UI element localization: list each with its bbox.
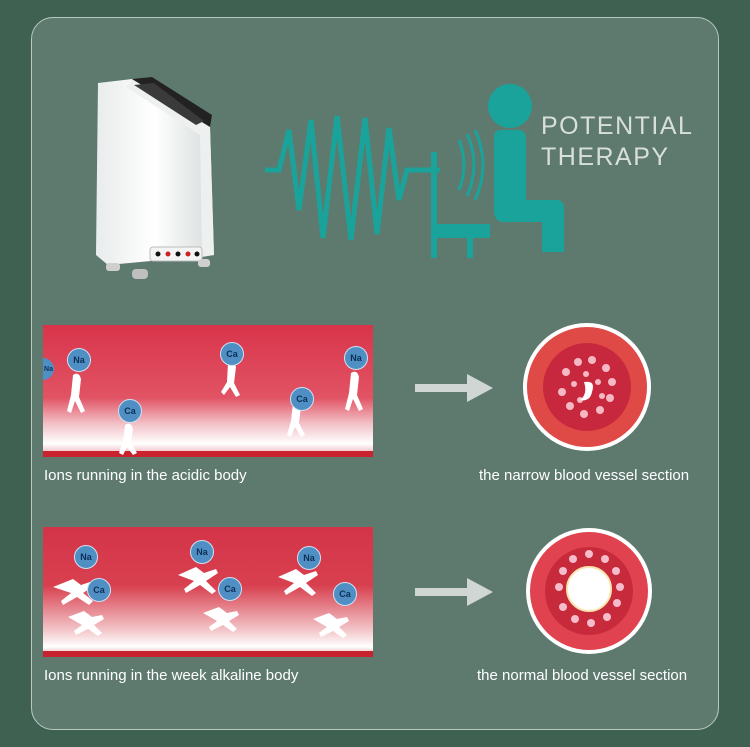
- wave-signal-icon: [265, 110, 440, 250]
- ion-badge: Ca: [290, 387, 314, 411]
- vibration-arcs-icon: [455, 129, 491, 201]
- ion-badge: Na: [43, 358, 54, 380]
- ion-badge: Ca: [118, 399, 142, 423]
- ion-badge: Ca: [218, 577, 242, 601]
- arrow-right-icon: [415, 374, 493, 402]
- ion-badge: Na: [297, 546, 321, 570]
- ion-badge: Na: [190, 540, 214, 564]
- row1-right-caption: the narrow blood vessel section: [479, 467, 690, 484]
- ion-badge: Ca: [220, 342, 244, 366]
- row2-right-caption: the normal blood vessel section: [477, 667, 688, 684]
- acidic-body-strip: [43, 325, 373, 457]
- normal-vessel-image: [525, 527, 653, 655]
- ion-badge: Na: [67, 348, 91, 372]
- therapy-device-icon: [92, 75, 222, 290]
- row1-left-caption: Ions running in the acidic body: [44, 467, 247, 484]
- ion-badge: Na: [344, 346, 368, 370]
- ion-badge: Ca: [87, 578, 111, 602]
- title-line-1: POTENTIAL: [541, 112, 694, 140]
- arrow-right-icon: [415, 578, 493, 606]
- title-line-2: THERAPY: [541, 143, 670, 171]
- narrow-vessel-image: [522, 322, 652, 452]
- ion-badge: Ca: [333, 582, 357, 606]
- seated-person-icon: [430, 82, 570, 260]
- row2-left-caption: Ions running in the week alkaline body: [44, 667, 299, 684]
- ion-badge: Na: [74, 545, 98, 569]
